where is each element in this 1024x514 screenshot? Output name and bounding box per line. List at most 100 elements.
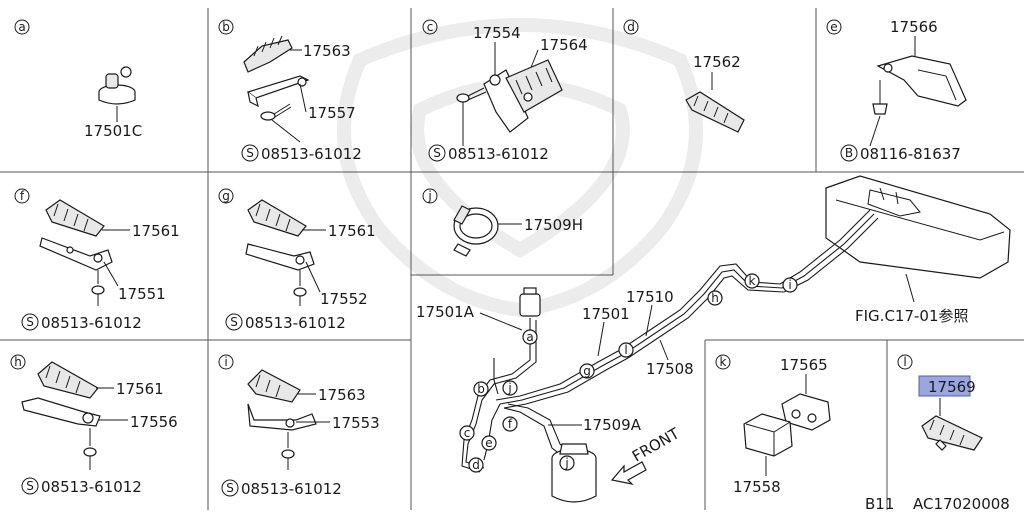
clip-drawing bbox=[685, 91, 745, 133]
panel-letter: c bbox=[427, 20, 434, 34]
part-number-17509H[interactable]: 17509H bbox=[524, 216, 583, 234]
svg-text:f: f bbox=[508, 417, 513, 431]
grommet-drawing bbox=[781, 393, 831, 431]
panel-letter: f bbox=[20, 189, 25, 203]
part-number-17561[interactable]: 17561 bbox=[116, 380, 164, 398]
panel-h: h 17561 17556 S 08513-61012 bbox=[10, 354, 178, 496]
svg-text:j: j bbox=[564, 456, 568, 470]
clip-drawing bbox=[37, 361, 99, 399]
part-number-17552[interactable]: 17552 bbox=[320, 290, 368, 308]
main-routing-diagram: a b c d e f g h i j j k l 17501A 17501 1… bbox=[416, 175, 1011, 503]
part-number-17554[interactable]: 17554 bbox=[473, 24, 521, 42]
part-number-17563[interactable]: 17563 bbox=[303, 42, 351, 60]
part-number-17557[interactable]: 17557 bbox=[308, 104, 356, 122]
bracket-drawing bbox=[39, 237, 113, 271]
route-markers: a b c d e f g h i j j k l bbox=[459, 273, 798, 473]
svg-text:a: a bbox=[526, 330, 533, 344]
fastener-number[interactable]: 08513-61012 bbox=[41, 478, 142, 496]
bracket-drawing bbox=[246, 75, 310, 108]
part-number-17509A[interactable]: 17509A bbox=[583, 416, 642, 434]
fastener-number[interactable]: 08513-61012 bbox=[261, 145, 362, 163]
screw-drawing bbox=[260, 103, 292, 121]
panel-g: g 17561 17552 S 08513-61012 bbox=[218, 188, 376, 332]
fastener-mark: S bbox=[26, 479, 34, 493]
model-code: B11 bbox=[865, 495, 894, 510]
fastener-mark: S bbox=[246, 146, 254, 160]
fuel-tank-drawing bbox=[825, 175, 1011, 279]
part-number-17564[interactable]: 17564 bbox=[540, 36, 588, 54]
block-drawing bbox=[743, 413, 793, 457]
svg-text:k: k bbox=[749, 274, 756, 288]
panel-letter: i bbox=[224, 355, 227, 369]
fastener-number[interactable]: 08513-61012 bbox=[241, 480, 342, 498]
part-number-17565[interactable]: 17565 bbox=[780, 356, 828, 374]
panel-b: b 17563 17557 S 08513-61012 bbox=[218, 19, 362, 163]
fastener-mark: S bbox=[230, 315, 238, 329]
bolt-drawing bbox=[872, 80, 888, 115]
svg-text:d: d bbox=[472, 458, 480, 472]
clip-drawing bbox=[247, 369, 301, 403]
screw-drawing bbox=[456, 87, 487, 103]
part-number-17561[interactable]: 17561 bbox=[132, 222, 180, 240]
svg-text:j: j bbox=[507, 381, 511, 395]
part-number-17510[interactable]: 17510 bbox=[626, 288, 674, 306]
canister-drawing bbox=[551, 443, 597, 503]
panel-d: d 17562 bbox=[623, 19, 745, 133]
fastener-number[interactable]: 08116-81637 bbox=[860, 145, 961, 163]
svg-text:g: g bbox=[583, 364, 591, 378]
panel-letter: a bbox=[18, 20, 25, 34]
highlight-box bbox=[918, 375, 971, 397]
watermark-emblem bbox=[337, 18, 703, 318]
fuel-lines bbox=[461, 209, 879, 473]
fastener-mark: S bbox=[433, 146, 441, 160]
part-number-17556[interactable]: 17556 bbox=[130, 413, 178, 431]
svg-text:e: e bbox=[485, 436, 492, 450]
part-number-17562[interactable]: 17562 bbox=[693, 53, 741, 71]
part-number-17501[interactable]: 17501 bbox=[582, 305, 630, 323]
clamp-bracket-drawing bbox=[483, 59, 563, 133]
screw-drawing bbox=[83, 428, 97, 457]
panel-letter: b bbox=[222, 20, 230, 34]
part-number-17563[interactable]: 17563 bbox=[318, 386, 366, 404]
part-number-17501C[interactable]: 17501C bbox=[84, 122, 142, 140]
panel-c: c 17554 17564 S 08513-61012 bbox=[422, 19, 588, 163]
part-number-17569[interactable]: 17569 bbox=[928, 378, 976, 396]
panel-i: i 17563 17553 S 08513-61012 bbox=[218, 354, 380, 498]
svg-text:h: h bbox=[711, 291, 719, 305]
fastener-number[interactable]: 08513-61012 bbox=[245, 314, 346, 332]
part-number-17501A[interactable]: 17501A bbox=[416, 303, 475, 321]
fastener-number[interactable]: 08513-61012 bbox=[41, 314, 142, 332]
hose-clamp-drawing bbox=[98, 66, 136, 105]
part-number-17566[interactable]: 17566 bbox=[890, 18, 938, 36]
panel-letter: j bbox=[427, 189, 431, 203]
panel-letter: d bbox=[627, 20, 635, 34]
panel-letter: h bbox=[14, 355, 22, 369]
svg-text:i: i bbox=[788, 278, 791, 292]
panel-grid bbox=[0, 8, 1024, 510]
panel-f: f 17561 17551 S 08513-61012 bbox=[14, 188, 180, 332]
bracket-drawing bbox=[876, 55, 967, 107]
panel-a: a 17501C bbox=[14, 19, 142, 140]
fastener-mark: S bbox=[26, 315, 34, 329]
part-number-17508[interactable]: 17508 bbox=[646, 360, 694, 378]
panel-k: k 17565 17558 bbox=[715, 354, 831, 496]
panel-letter: l bbox=[903, 355, 906, 369]
figure-reference[interactable]: FIG.C17-01参照 bbox=[855, 307, 969, 325]
illustration-code: AC17020008 bbox=[913, 495, 1010, 510]
part-number-17561[interactable]: 17561 bbox=[328, 222, 376, 240]
fastener-number[interactable]: 08513-61012 bbox=[448, 145, 549, 163]
part-number-17551[interactable]: 17551 bbox=[118, 285, 166, 303]
part-number-17558[interactable]: 17558 bbox=[733, 478, 781, 496]
screw-drawing bbox=[281, 432, 295, 459]
part-number-17553[interactable]: 17553 bbox=[332, 414, 380, 432]
panel-letter: k bbox=[720, 355, 727, 369]
svg-text:l: l bbox=[624, 343, 627, 357]
screw-drawing bbox=[91, 270, 105, 295]
clip-drawing bbox=[243, 35, 293, 73]
fastener-mark: B bbox=[845, 146, 853, 160]
front-arrow-icon bbox=[610, 461, 647, 485]
bracket-drawing bbox=[247, 403, 317, 431]
clip-drawing bbox=[247, 199, 307, 237]
panel-letter: e bbox=[830, 20, 837, 34]
